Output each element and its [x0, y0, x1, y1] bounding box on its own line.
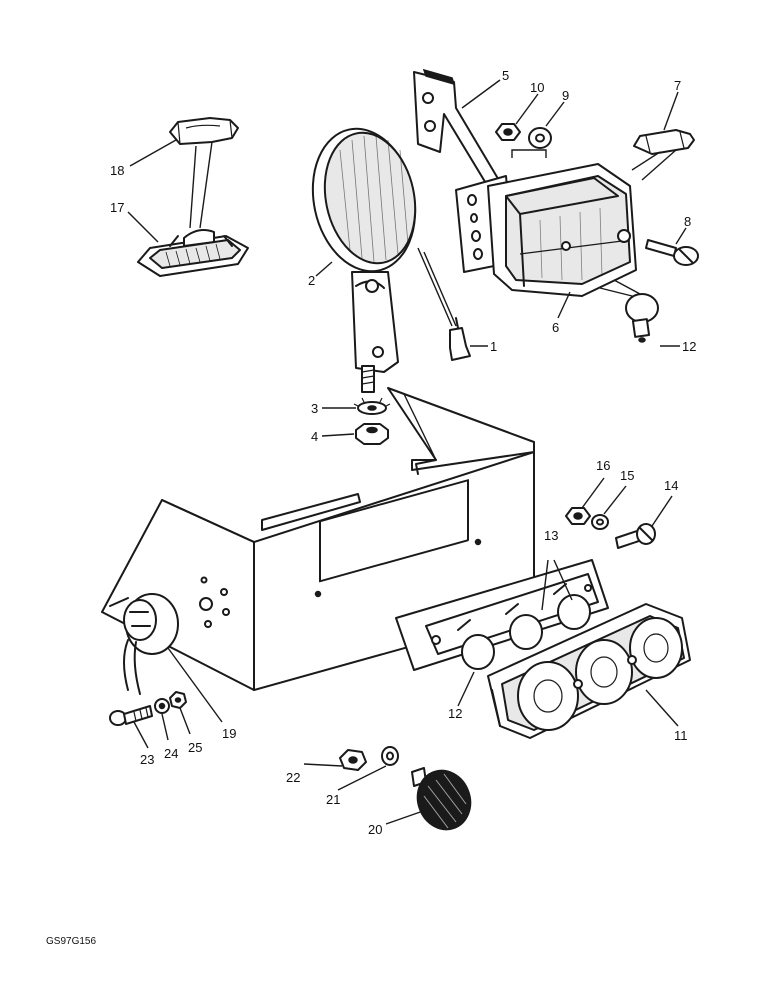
bulb-12-top [625, 293, 659, 343]
switch-19 [109, 593, 179, 695]
callout-18: 18 [110, 163, 124, 178]
bulb-1 [449, 317, 471, 361]
callout-leaders [127, 79, 687, 825]
callout-12-bottom: 12 [448, 706, 462, 721]
callout-5: 5 [502, 68, 509, 83]
callout-15: 15 [620, 468, 634, 483]
callout-14: 14 [664, 478, 678, 493]
washer-15 [591, 514, 609, 530]
callout-21: 21 [326, 792, 340, 807]
nut-10 [495, 123, 521, 141]
mounting-panel [101, 387, 535, 691]
callout-6: 6 [552, 320, 559, 335]
callout-23: 23 [140, 752, 154, 767]
star-washer-3 [353, 397, 391, 415]
screw-14 [615, 523, 656, 549]
number-plate-lamp-17 [137, 229, 249, 277]
callout-2: 2 [308, 273, 315, 288]
callout-11: 11 [674, 728, 688, 743]
callout-22: 22 [286, 770, 300, 785]
callout-16: 16 [596, 458, 610, 473]
callout-1: 1 [490, 339, 497, 354]
callout-25: 25 [188, 740, 202, 755]
callout-10: 10 [530, 80, 544, 95]
callout-20: 20 [368, 822, 382, 837]
washer-9 [528, 127, 552, 149]
callout-13: 13 [544, 528, 558, 543]
callout-labels: 1 2 3 4 5 6 7 8 9 10 11 12 12 13 14 15 1… [110, 68, 696, 837]
callout-9: 9 [562, 88, 569, 103]
tail-lamp-lens-11 [487, 603, 691, 739]
reflector-20 [411, 767, 472, 831]
callout-24: 24 [164, 746, 178, 761]
festoon-bulb-7 [633, 129, 695, 155]
screw-8 [645, 239, 699, 266]
nut-22 [339, 749, 367, 771]
callout-8: 8 [684, 214, 691, 229]
callout-4: 4 [311, 429, 318, 444]
bulb-holders [457, 583, 591, 670]
washer-21 [381, 746, 399, 766]
callout-12-top: 12 [682, 339, 696, 354]
bolt-23 [109, 705, 153, 726]
rear-lamp-housing-6 [455, 163, 637, 297]
callout-3: 3 [311, 401, 318, 416]
work-lamp-2 [311, 127, 417, 393]
reference-code: GS97G156 [46, 936, 96, 947]
callout-19: 19 [222, 726, 236, 741]
callout-17: 17 [110, 200, 124, 215]
nut-4 [355, 423, 389, 445]
nut-16 [565, 507, 591, 525]
festoon-bulb-18 [169, 117, 239, 145]
washer-24 [154, 698, 170, 714]
callout-7: 7 [674, 78, 681, 93]
nut-25 [169, 691, 187, 709]
mounting-bracket-5 [413, 68, 501, 191]
